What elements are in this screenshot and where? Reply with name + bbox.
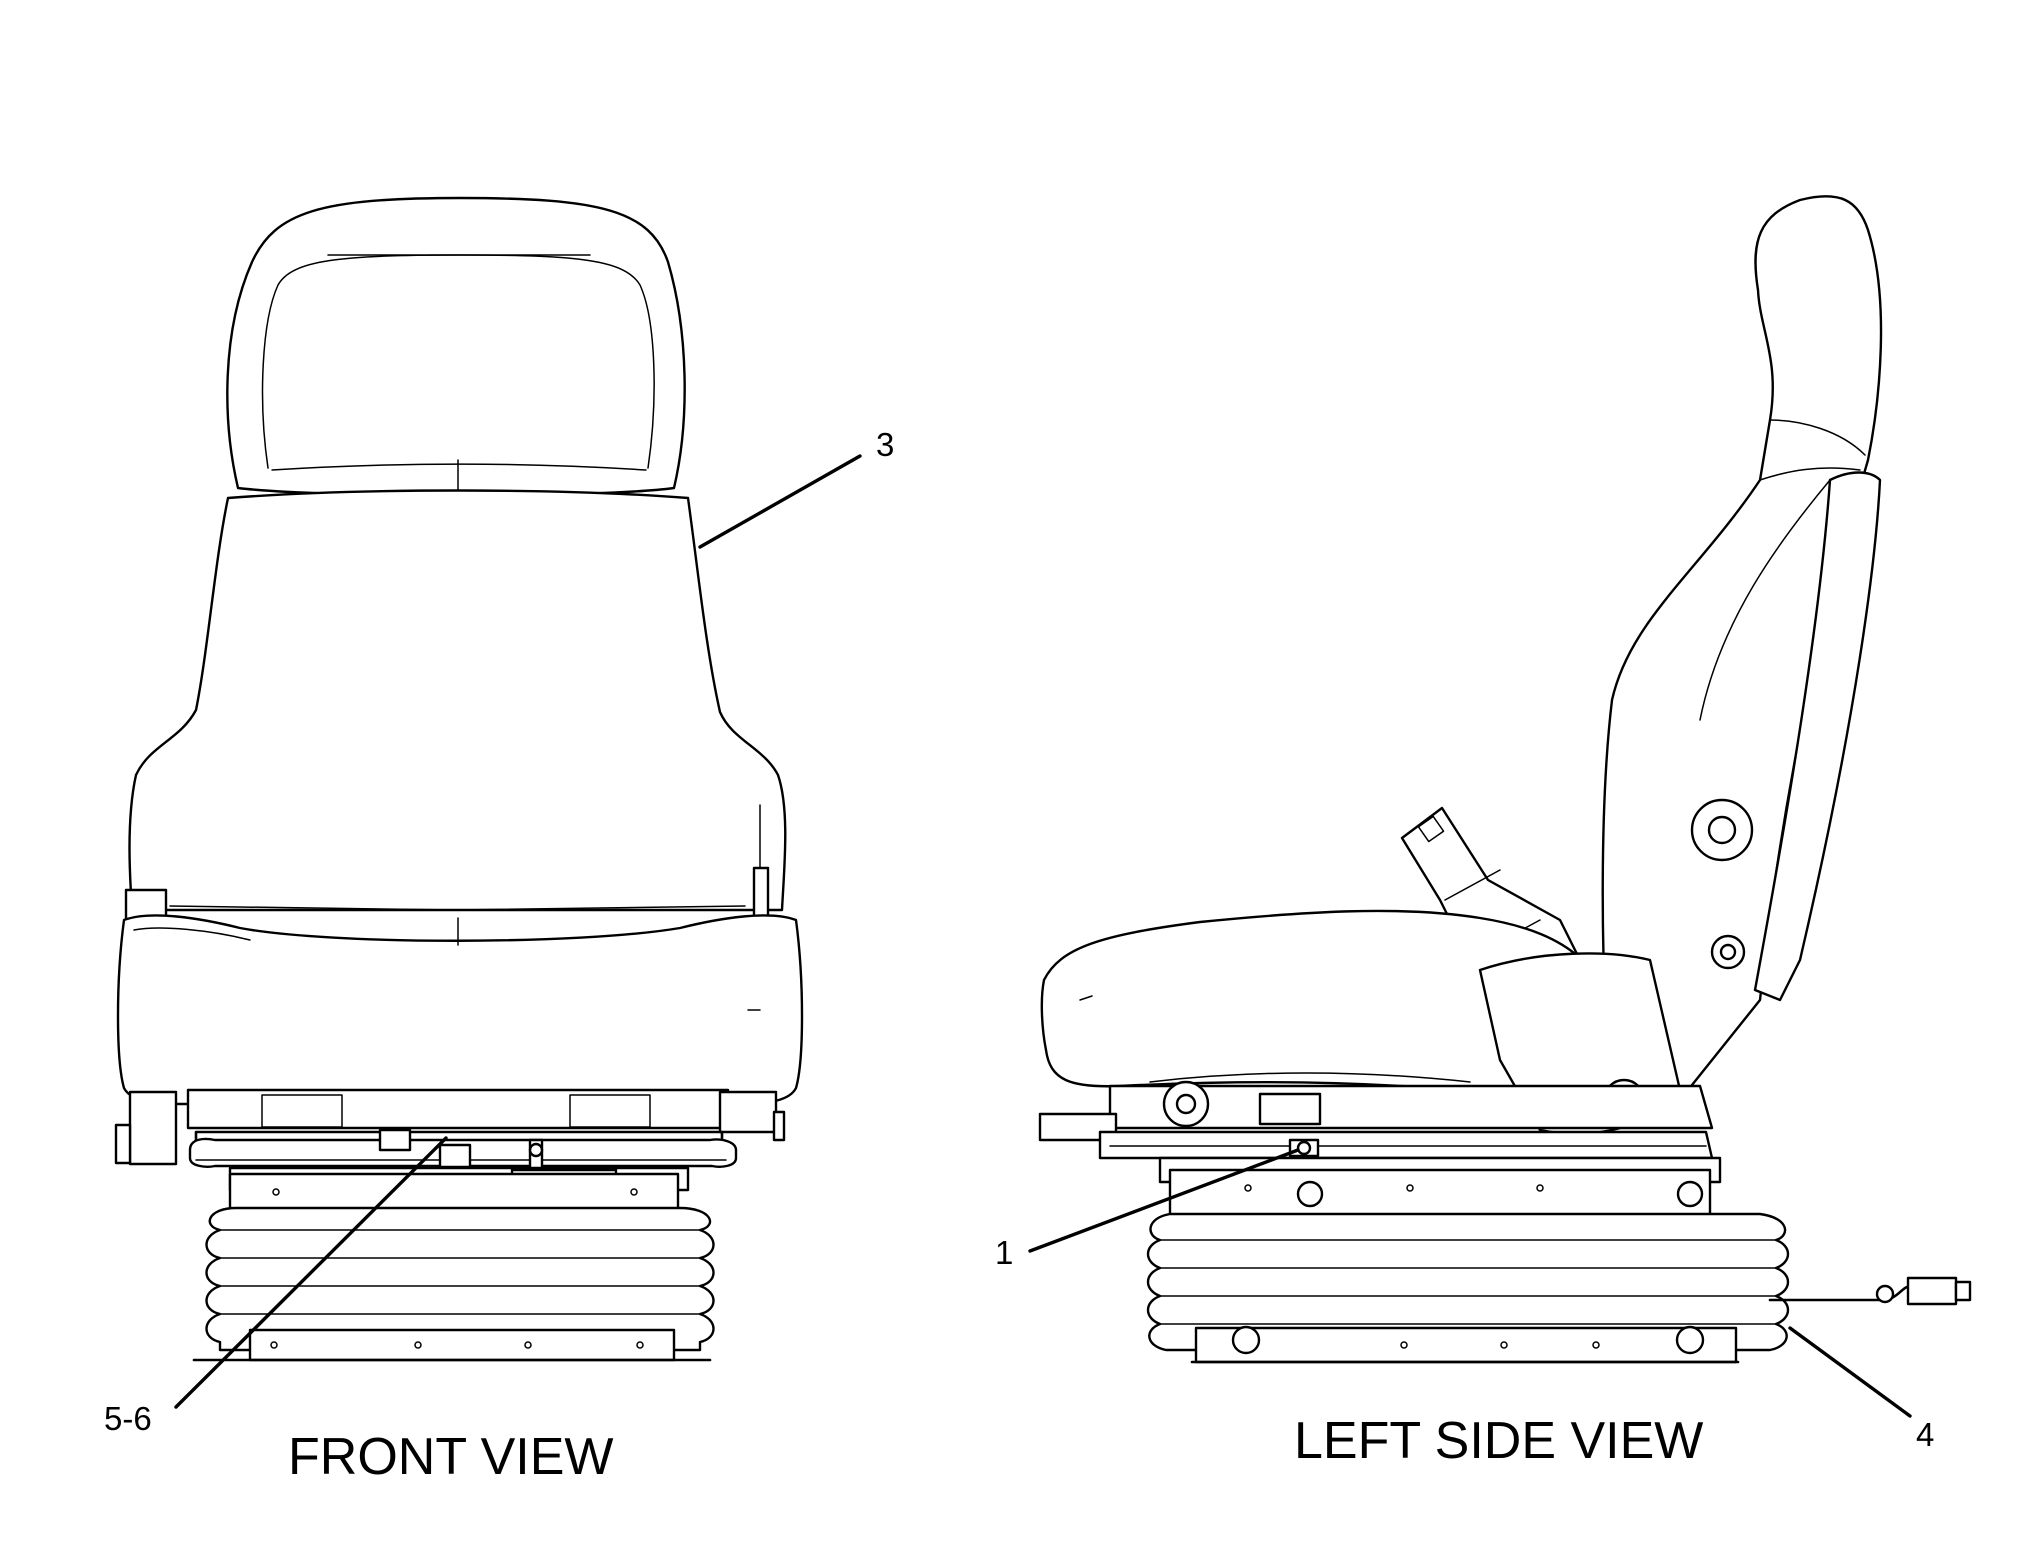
front-view-seat (114, 196, 804, 1362)
wire-harness-connector (1768, 1276, 1972, 1306)
side-slide-mechanism (1038, 1080, 1722, 1184)
callout-4: 4 (1916, 1416, 1934, 1453)
leader-3 (698, 454, 862, 549)
left-side-view-title: LEFT SIDE VIEW (1294, 1412, 1703, 1470)
side-suspension-bellows (1146, 1168, 1790, 1364)
callout-5-6: 5-6 (104, 1400, 152, 1437)
front-suspension-bellows (192, 1172, 715, 1362)
front-backrest (128, 489, 787, 912)
front-view-title: FRONT VIEW (288, 1428, 613, 1486)
leader-5-6 (174, 1136, 448, 1409)
callout-3: 3 (876, 426, 894, 463)
leader-1 (1028, 1148, 1300, 1253)
leader-4 (1788, 1326, 1912, 1418)
front-seat-cushion (116, 914, 804, 1106)
front-headrest (226, 196, 686, 497)
side-view-seat (1038, 195, 1972, 1364)
callout-1: 1 (995, 1234, 1013, 1271)
